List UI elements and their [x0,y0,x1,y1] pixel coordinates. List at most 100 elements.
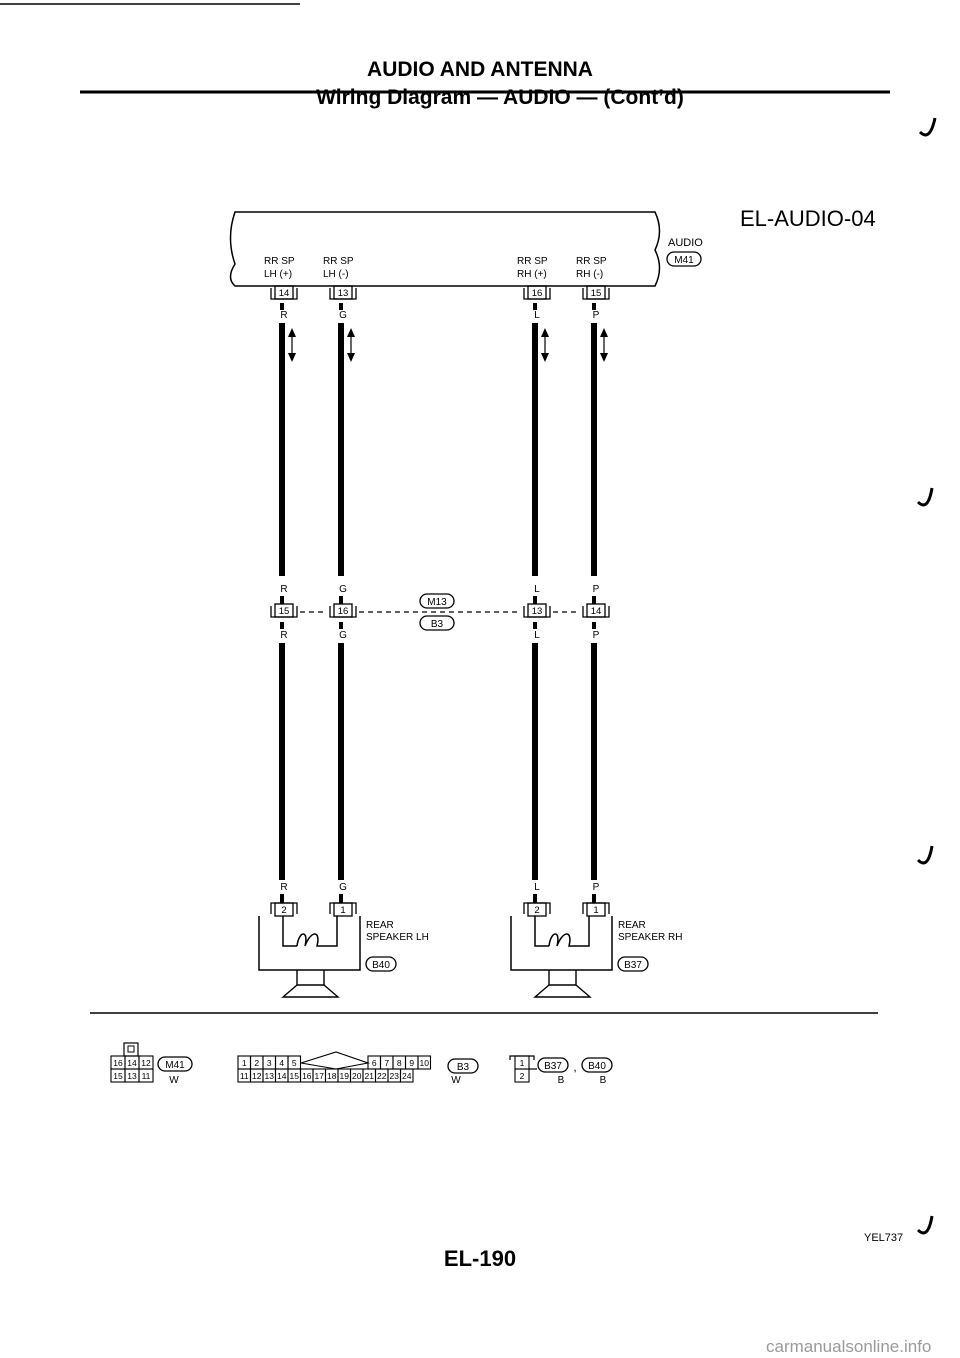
speaker-pin-1: 1 [582,902,610,917]
speaker-body [258,916,361,971]
speaker-pin-2: 2 [523,902,551,917]
speaker-name: SPEAKER RH [618,932,682,943]
speaker-cone-icon [533,984,592,998]
connector-tag-b40 [581,1057,613,1073]
speaker-name: REAR [618,920,646,931]
arrow-head-up [600,328,608,337]
pin-number: 15 [591,288,602,299]
arrow-head-down [600,353,608,362]
wire-color-label: P [593,584,600,595]
wire-color-label: G [339,882,347,893]
junction-pin-13: 13 [523,603,551,618]
pin-number: 13 [532,606,543,617]
arrow-head-up [541,328,549,337]
audio-unit: AUDIO M41 [229,211,703,287]
pin-cell-label: 7 [384,1058,389,1068]
wire-color-label: L [534,584,540,595]
junction-pin-15: 15 [270,603,298,618]
speaker-name: REAR [366,920,394,931]
wire-color-label: G [339,630,347,641]
coil-icon [296,933,322,947]
audio-pin-14: 14 [270,285,298,300]
wire-color-label: G [339,584,347,595]
connector-color: W [169,1075,179,1086]
speaker-cone-icon [281,984,340,998]
terminal-function: LH (+) [264,269,292,280]
connector-tag-label: B40 [372,960,390,971]
audio-unit-label: AUDIO [668,237,703,249]
pin-cell-label: 12 [141,1058,151,1068]
pin-number: 15 [279,606,290,617]
wire-color-label: L [534,630,540,641]
arrow-head-down [541,353,549,362]
pin-cell-label: 5 [292,1058,297,1068]
speaker-name: SPEAKER LH [366,932,429,943]
pin-cell-label: 15 [290,1071,300,1081]
pin-cell-label: 16 [113,1058,123,1068]
corner-marks [916,117,937,1235]
coil-lead [322,916,338,947]
pin-number: 14 [591,606,602,617]
coil-lead [282,916,297,947]
coil-icon [548,933,574,947]
pin-cell-label: 13 [127,1071,137,1081]
pin-cell-label: 16 [302,1071,312,1081]
connector-color: B [558,1075,565,1086]
connector-tag-label: B37 [544,1061,562,1072]
wire-color-label: P [593,630,600,641]
pin-number: 1 [593,905,598,916]
connector-tag-label: B3 [457,1062,470,1073]
pin-cell-label: 14 [277,1071,287,1081]
wire-color-label: L [534,310,540,321]
connector-color: W [451,1075,461,1086]
connector-tag-label: B3 [431,619,444,630]
page-number: EL-190 [443,1246,517,1271]
terminal-label: RR SP [576,256,607,267]
connector-latch [123,1042,139,1057]
watermark: carmanualsonline.info [766,1337,932,1356]
connector-tag-label: M13 [427,597,447,608]
pin-cell-label: 3 [267,1058,272,1068]
arrow-head-up [347,328,355,337]
connector-tag-b3 [419,615,455,631]
connector-tag-label: B37 [624,960,642,971]
arrow-head-up [288,328,296,337]
pin-cell-label: 1 [520,1058,525,1068]
connector-color: B [600,1075,607,1086]
pin-cell-label: 18 [327,1071,337,1081]
pin-cell-label: 13 [265,1071,275,1081]
connector-tag-label: M41 [165,1060,185,1071]
coil-lead [574,916,590,947]
audio-connector-label: M41 [674,255,694,266]
speaker-pin-2: 2 [270,902,298,917]
pin-cell-label: 24 [402,1071,412,1081]
figure-code: YEL737 [864,1232,904,1244]
terminal-label: RR SP [517,256,548,267]
audio-pin-13: 13 [329,285,357,300]
connector-tag-m13 [419,593,455,609]
wire-color-label: G [339,310,347,321]
wire-color-label: P [593,882,600,893]
wire-color-label: R [280,584,287,595]
pin-cell-label: 8 [397,1058,402,1068]
connector-key-icon [300,1051,371,1070]
pin-cell-label: 11 [142,1071,151,1081]
connector-tag-b37 [537,1057,569,1073]
pin-number: 2 [281,905,286,916]
pin-cell-label: 21 [365,1071,375,1081]
terminal-function: RH (+) [517,269,547,280]
arrow-head-down [347,353,355,362]
wire-color-label: P [593,310,600,321]
speaker-magnet [548,970,577,986]
junction-pin-14: 14 [582,603,610,618]
speaker-pin-1: 1 [329,902,357,917]
pin-cell-label: 9 [409,1058,414,1068]
pin-number: 16 [338,606,349,617]
pin-cell-label: 22 [377,1071,387,1081]
pin-cell-label: 20 [352,1071,362,1081]
pin-cell-label: 1 [242,1058,247,1068]
